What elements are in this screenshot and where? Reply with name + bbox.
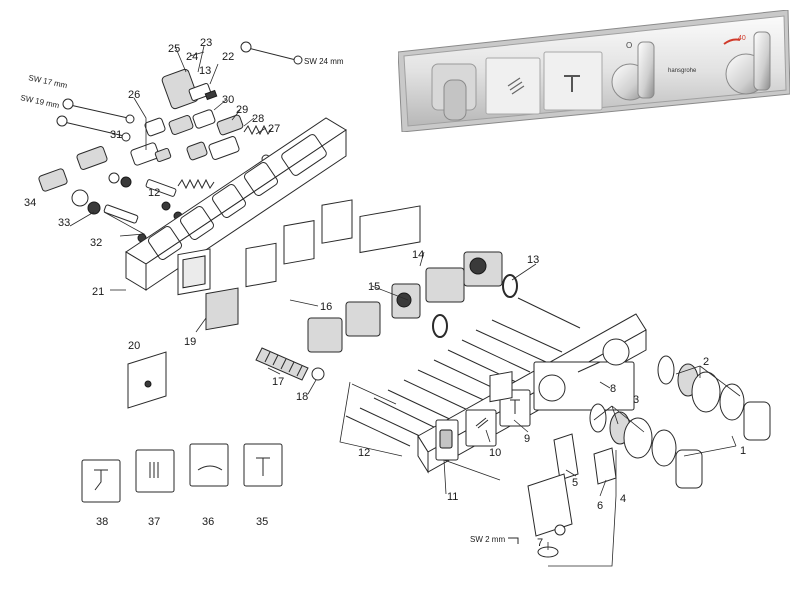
dial-right-mark: 40 bbox=[738, 35, 746, 42]
callout-19: 19 bbox=[184, 336, 196, 348]
callout-17: 17 bbox=[272, 376, 284, 388]
gasket bbox=[489, 371, 513, 403]
check-valves bbox=[38, 146, 183, 243]
cover-buttons bbox=[81, 443, 283, 503]
callout-30: 30 bbox=[222, 94, 234, 106]
callout-31: 31 bbox=[110, 129, 122, 141]
handles-and-rosettes bbox=[589, 355, 771, 489]
callout-3: 3 bbox=[633, 394, 639, 406]
callout-33: 33 bbox=[58, 217, 70, 229]
mounting-box bbox=[125, 117, 347, 291]
callout-32: 32 bbox=[90, 237, 102, 249]
callout-15: 15 bbox=[368, 281, 380, 293]
callout-12-bottom: 12 bbox=[358, 447, 370, 459]
callout-22: 22 bbox=[222, 51, 234, 63]
cartridge-thermostat bbox=[161, 68, 218, 110]
wrench-label: SW 19 mm bbox=[20, 93, 61, 110]
callout-1: 1 bbox=[740, 445, 746, 457]
callout-35: 35 bbox=[256, 516, 268, 528]
callout-24: 24 bbox=[186, 51, 198, 63]
wrench-label: SW 24 mm bbox=[304, 57, 344, 66]
callout-27: 27 bbox=[268, 123, 280, 135]
front-plate bbox=[417, 313, 647, 474]
callout-14: 14 bbox=[412, 249, 424, 261]
adapter-plates bbox=[307, 251, 503, 353]
shower-holder bbox=[508, 433, 617, 558]
cover-20 bbox=[127, 351, 167, 409]
callout-7: 7 bbox=[537, 537, 543, 549]
callout-38: 38 bbox=[96, 516, 108, 528]
callout-10: 10 bbox=[489, 447, 501, 459]
callout-28: 28 bbox=[252, 113, 264, 125]
callout-12-top: 12 bbox=[148, 187, 160, 199]
callout-37: 37 bbox=[148, 516, 160, 528]
wrench-sw24: SW 24 mm bbox=[240, 41, 344, 66]
callout-4: 4 bbox=[620, 493, 626, 505]
callout-29: 29 bbox=[236, 104, 248, 116]
callout-18: 18 bbox=[296, 391, 308, 403]
dial-left-mark: O bbox=[626, 41, 632, 50]
callout-21: 21 bbox=[92, 286, 104, 298]
callout-numbers: 1 2 3 4 5 6 7 8 9 10 11 12 12 12 13 13 1… bbox=[24, 37, 746, 549]
callout-2: 2 bbox=[703, 356, 709, 368]
callout-9: 9 bbox=[524, 433, 530, 445]
callout-20: 20 bbox=[128, 340, 140, 352]
callout-6: 6 bbox=[597, 500, 603, 512]
callout-13-top: 13 bbox=[199, 65, 211, 77]
springs bbox=[177, 124, 273, 190]
plaster-frames bbox=[177, 199, 421, 331]
o-rings bbox=[432, 274, 518, 338]
callout-25: 25 bbox=[168, 43, 180, 55]
callout-5: 5 bbox=[572, 477, 578, 489]
wrench-label-sw2: SW 2 mm bbox=[470, 535, 505, 544]
callout-11: 11 bbox=[447, 491, 458, 503]
brand-label: hansgrohe bbox=[668, 68, 697, 74]
leader-lines bbox=[69, 45, 741, 567]
callout-8: 8 bbox=[610, 383, 616, 395]
product-photo: O 40 hansgrohe bbox=[398, 10, 790, 132]
wrench-label: SW 17 mm bbox=[28, 73, 69, 90]
cartridge-valves bbox=[130, 109, 244, 166]
callout-23: 23 bbox=[200, 37, 212, 49]
callout-26: 26 bbox=[128, 89, 140, 101]
callout-34: 34 bbox=[24, 197, 36, 209]
callout-13-right: 13 bbox=[527, 254, 539, 266]
hose bbox=[255, 347, 325, 381]
callout-36: 36 bbox=[202, 516, 214, 528]
screws bbox=[345, 297, 581, 447]
callout-16: 16 bbox=[320, 301, 332, 313]
